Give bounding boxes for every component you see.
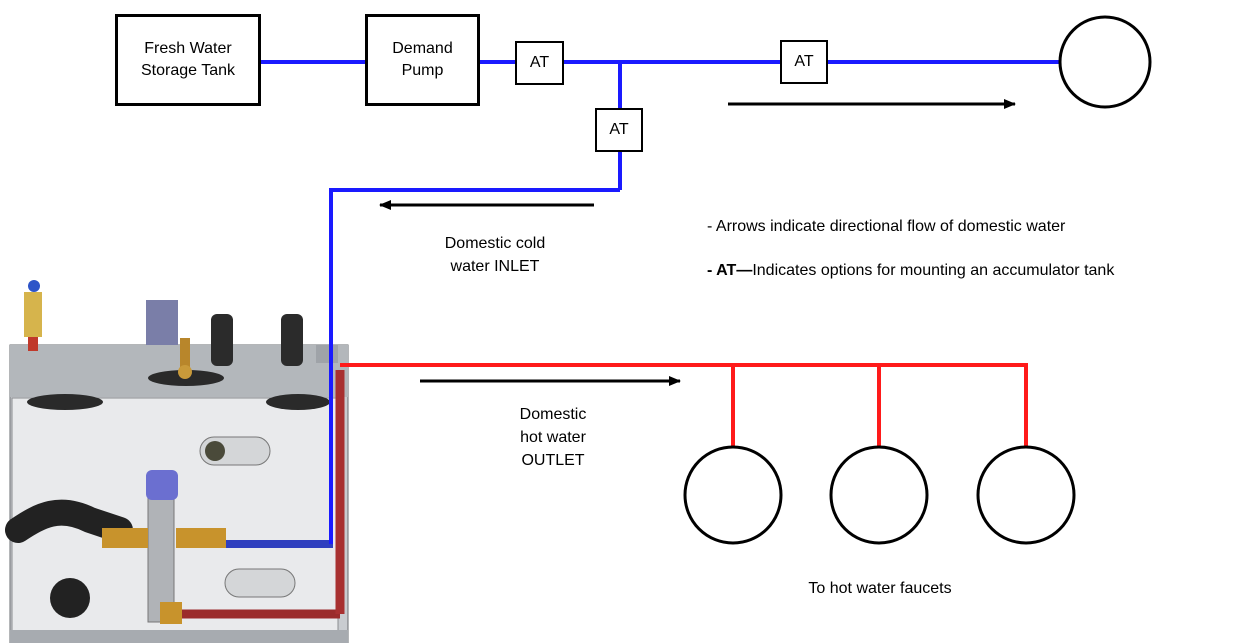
hot-outlet-label: Domestic hot water OUTLET (519, 406, 587, 469)
accumulator-tank-box: AT (595, 108, 643, 152)
hot-water-lines (340, 363, 1028, 447)
storage-tank-box: Fresh Water Storage Tank (115, 14, 261, 106)
at-prefix: - AT (707, 262, 737, 279)
cold-water-lines (260, 60, 1060, 544)
accumulator-tank-box: AT (780, 40, 828, 84)
faucets-label: To hot water faucets (808, 580, 952, 597)
arrows-note: - Arrows indicate directional flow of do… (707, 218, 1066, 235)
accumulator-tank-box: AT (515, 41, 564, 85)
at-dash: — (736, 262, 753, 279)
faucet-circle (829, 445, 929, 545)
cold-inlet-label: Domestic cold water INLET (444, 235, 546, 275)
faucet-circle (976, 445, 1076, 545)
demand-pump-box: Demand Pump (365, 14, 480, 106)
faucet-circle (683, 445, 783, 545)
water-heater-unit-illustration (5, 280, 349, 643)
fixture-circle (1058, 15, 1152, 109)
accumulator-note: - AT—Indicates options for mounting an a… (707, 262, 1114, 280)
at-note-text: Indicates options for mounting an accumu… (752, 262, 1115, 279)
